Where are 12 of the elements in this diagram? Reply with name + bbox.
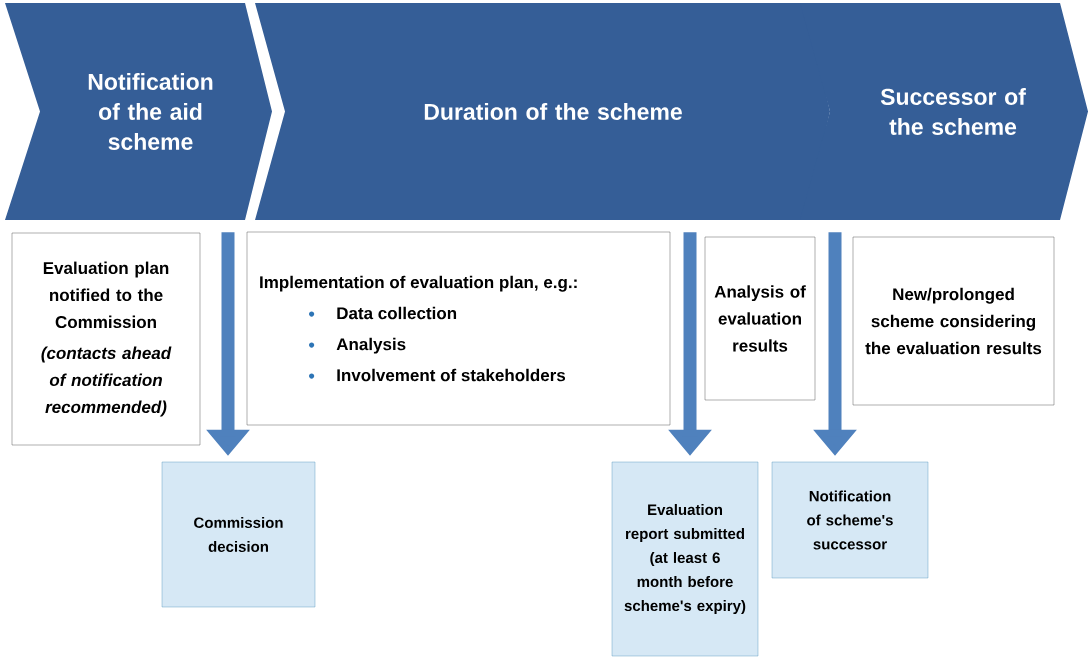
text-box: Analysis of evaluation results — [704, 236, 816, 401]
text-box: Evaluation plan notified to the Commission (contacts ahead of notification recommended) — [11, 232, 201, 446]
phase-banner: Notification of the aid scheme — [5, 3, 272, 220]
text-box: Implementation of evaluation plan, e.g.: Data collection Analysis Involvement of stakeholders — [246, 231, 671, 426]
text-box: New/prolonged scheme considering the evaluation results — [852, 236, 1055, 406]
node-label: Successor of the scheme — [880, 88, 1026, 135]
node-label: Duration of the scheme — [424, 103, 682, 120]
step-box: Evaluation report submitted (at least 6 month before scheme's expiry) — [611, 461, 759, 657]
step-box: Commission decision — [161, 461, 316, 608]
phase-banner: Duration of the scheme — [255, 3, 830, 220]
step-box: Notification of scheme's successor — [771, 461, 929, 579]
phase-banner: Successor of the scheme — [800, 3, 1088, 220]
